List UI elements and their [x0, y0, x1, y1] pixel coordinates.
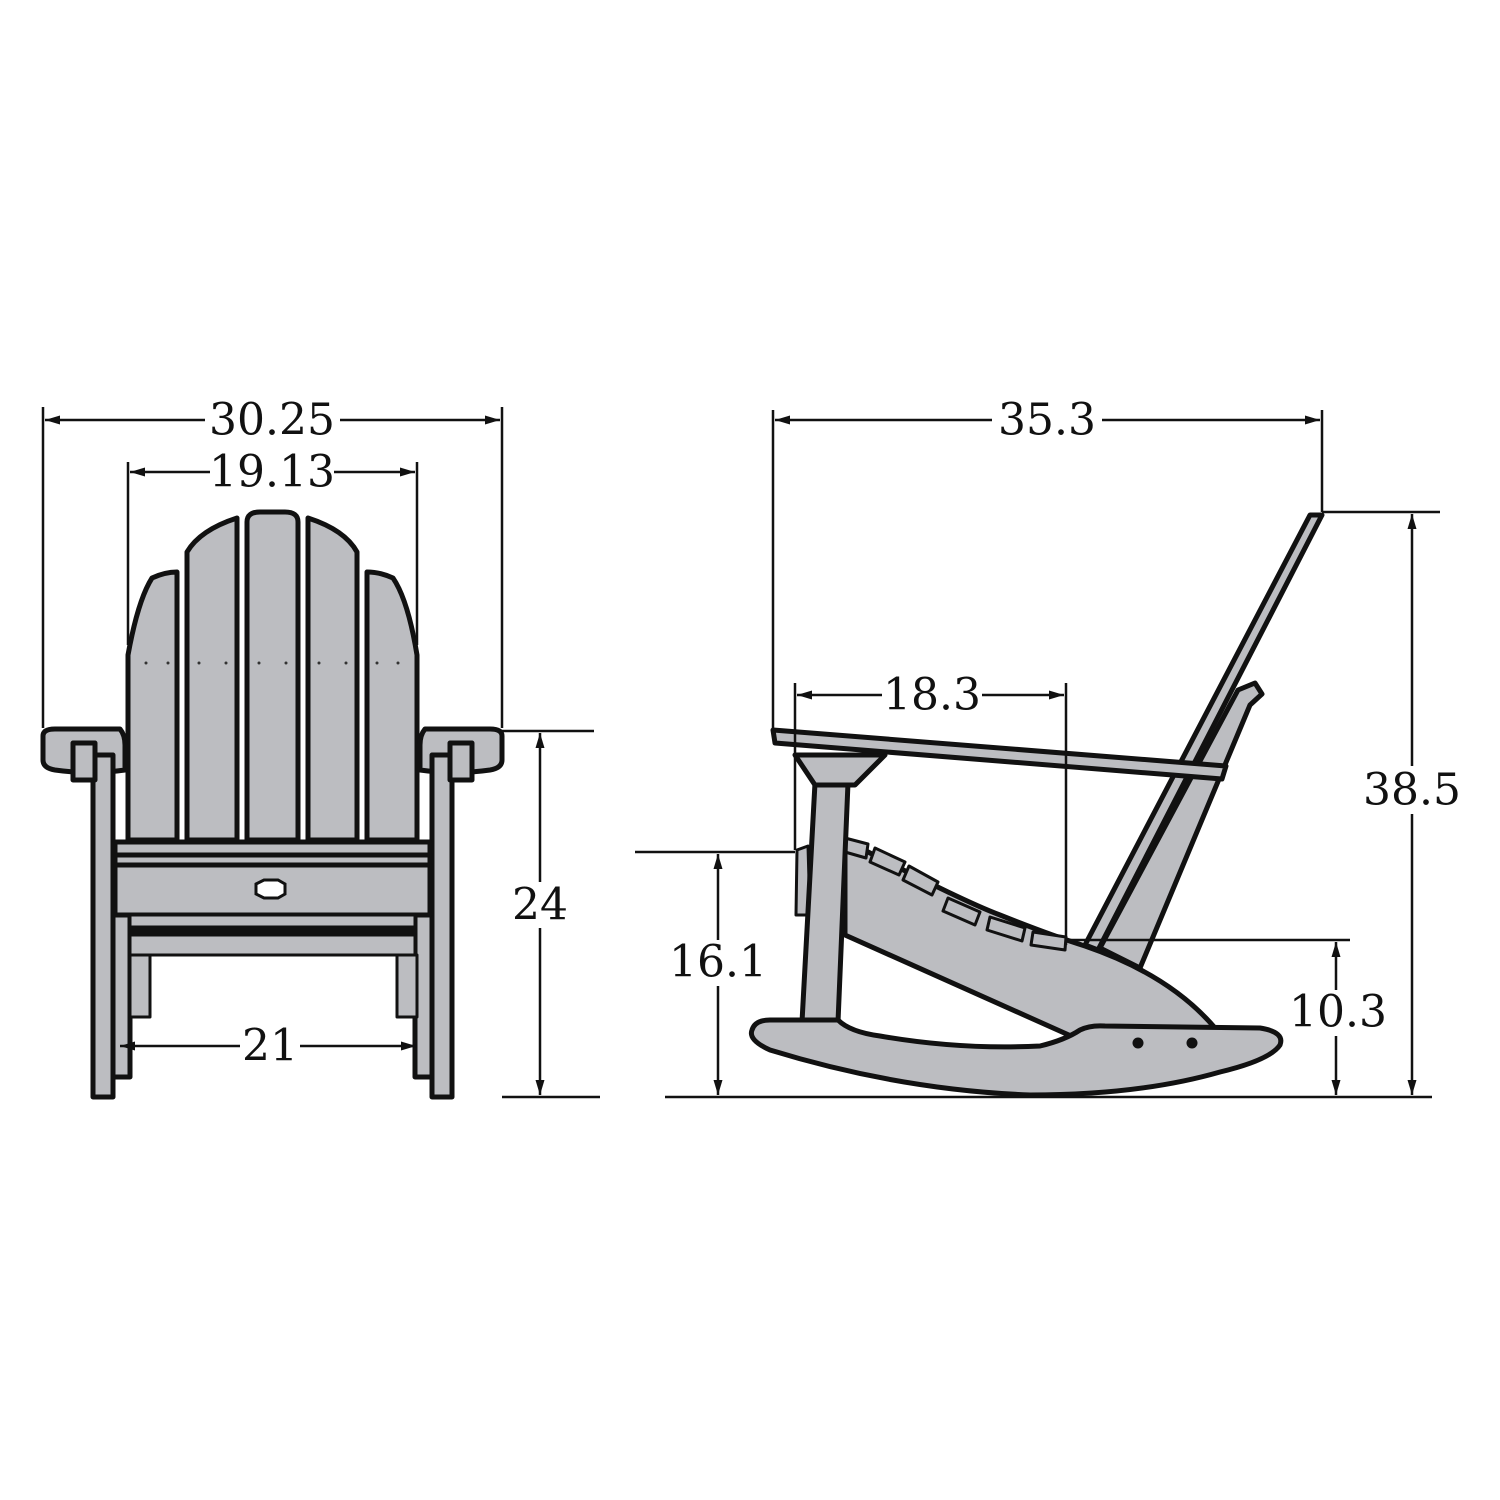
dimension-back-width: 19.13: [126, 447, 419, 645]
front-leg-left: [90, 752, 116, 1100]
label-arm-height: 24: [512, 880, 568, 931]
lower-rail-2: [130, 927, 415, 935]
label-overall-depth: 35.3: [998, 395, 1096, 446]
back-support: [1097, 680, 1265, 971]
dimension-rocker-spacing: 21: [120, 1021, 416, 1072]
label-rocker-spacing: 21: [242, 1021, 298, 1072]
backrest: [1082, 512, 1325, 953]
back-slat-1: [125, 569, 180, 843]
label-overall-height: 38.5: [1363, 765, 1461, 816]
side-view: 35.3 18.3 16.1 10.3 38.5: [635, 395, 1462, 1099]
dimension-seat-depth: 18.3: [793, 670, 1068, 945]
label-back-width: 19.13: [209, 447, 335, 498]
dimension-seat-rear-height: 10.3: [1070, 938, 1388, 1095]
inner-support-left: [128, 953, 152, 1019]
back-slat-3: [244, 509, 301, 843]
label-seat-rear-height: 10.3: [1289, 987, 1387, 1038]
label-seat-front-height: 16.1: [669, 937, 767, 988]
front-view: 30.25 19.13 21 24: [40, 395, 600, 1100]
back-slat-4: [305, 515, 360, 843]
bolt-icon: [1186, 1037, 1198, 1049]
bolt-icon: [1132, 1037, 1144, 1049]
seat-slats: [843, 836, 1068, 952]
back-slat-5: [364, 569, 420, 843]
dimension-overall-width: 30.25: [41, 395, 504, 728]
arm-block-right: [447, 740, 475, 783]
rear-leg-left: [110, 912, 133, 1080]
arm-support: [792, 752, 888, 788]
lower-rail-1: [128, 913, 417, 929]
front-leg-right: [429, 752, 455, 1100]
inner-support-right: [395, 953, 419, 1019]
dimension-overall-depth: 35.3: [771, 395, 1324, 728]
logo-badge: [254, 878, 287, 900]
lower-rail-3: [128, 933, 417, 957]
dimension-seat-front-height: 16.1: [635, 850, 795, 1095]
armrest: [770, 727, 1229, 782]
label-seat-depth: 18.3: [883, 670, 981, 721]
label-overall-width: 30.25: [209, 395, 335, 446]
arm-block-left: [70, 740, 98, 783]
front-leg: [799, 780, 851, 1025]
dimension-overall-height: 38.5: [1322, 510, 1462, 1095]
rocker: [748, 1017, 1284, 1098]
dimension-arm-height: 24: [502, 729, 600, 1099]
back-slat-2: [184, 515, 240, 843]
